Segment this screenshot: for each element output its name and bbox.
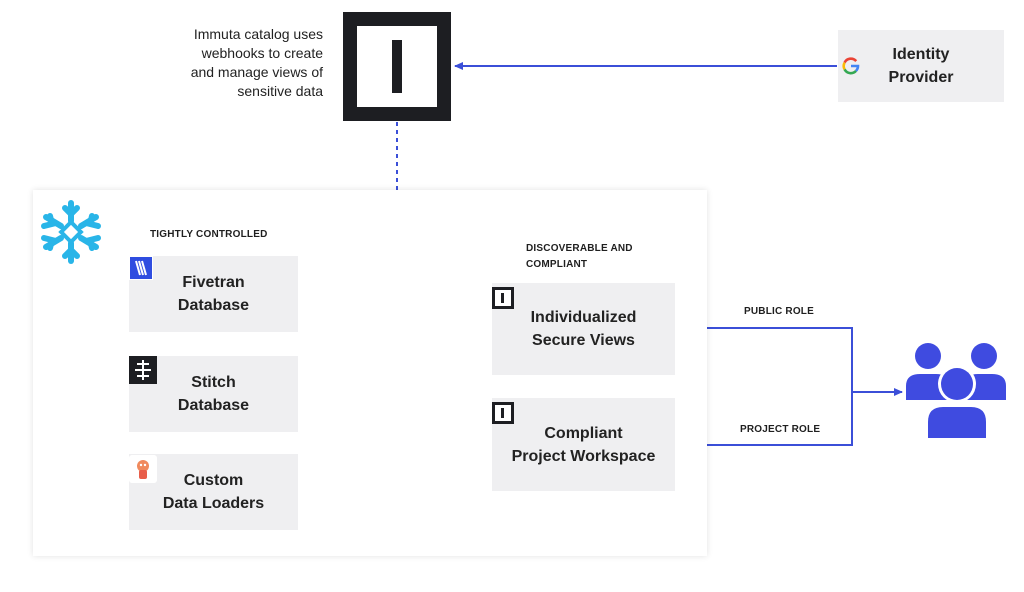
users-group-icon bbox=[906, 342, 1008, 440]
identity-provider-box: Identity Provider bbox=[838, 30, 1004, 102]
fivetran-database-box: Fivetran Database bbox=[129, 256, 298, 332]
google-g-icon bbox=[842, 34, 860, 75]
immuta-logo bbox=[343, 12, 451, 121]
public-role-label: PUBLIC ROLE bbox=[744, 306, 814, 317]
project-workspace-immuta-icon bbox=[492, 402, 514, 424]
snowflake-logo-icon bbox=[38, 199, 104, 265]
immuta-note: Immuta catalog uses webhooks to create a… bbox=[190, 26, 323, 99]
project-workspace-box: Compliant Project Workspace bbox=[492, 398, 675, 491]
secure-views-immuta-icon bbox=[492, 287, 514, 309]
discoverable-label: DISCOVERABLE AND COMPLIANT bbox=[526, 243, 633, 270]
project-role-line bbox=[675, 392, 853, 446]
stitch-database-label: Stitch Database bbox=[177, 374, 250, 414]
public-role-line bbox=[675, 327, 853, 392]
identity-provider-label: Identity Provider bbox=[888, 46, 954, 86]
fivetran-logo-icon bbox=[129, 256, 153, 280]
stitch-database-box: Stitch Database bbox=[129, 356, 298, 432]
project-role-label: PROJECT ROLE bbox=[740, 424, 821, 435]
project-workspace-label: Compliant Project Workspace bbox=[511, 424, 656, 465]
custom-data-loaders-box: Custom Data Loaders bbox=[129, 454, 298, 530]
secure-views-box: Individualized Secure Views bbox=[492, 283, 675, 375]
stitch-logo-icon bbox=[129, 356, 157, 384]
secure-views-label: Individualized Secure Views bbox=[530, 309, 637, 349]
tightly-controlled-label: TIGHTLY CONTROLLED bbox=[150, 229, 268, 240]
custom-loader-icon bbox=[129, 455, 157, 483]
custom-data-loaders-label: Custom Data Loaders bbox=[162, 472, 265, 512]
fivetran-database-label: Fivetran Database bbox=[177, 274, 250, 314]
